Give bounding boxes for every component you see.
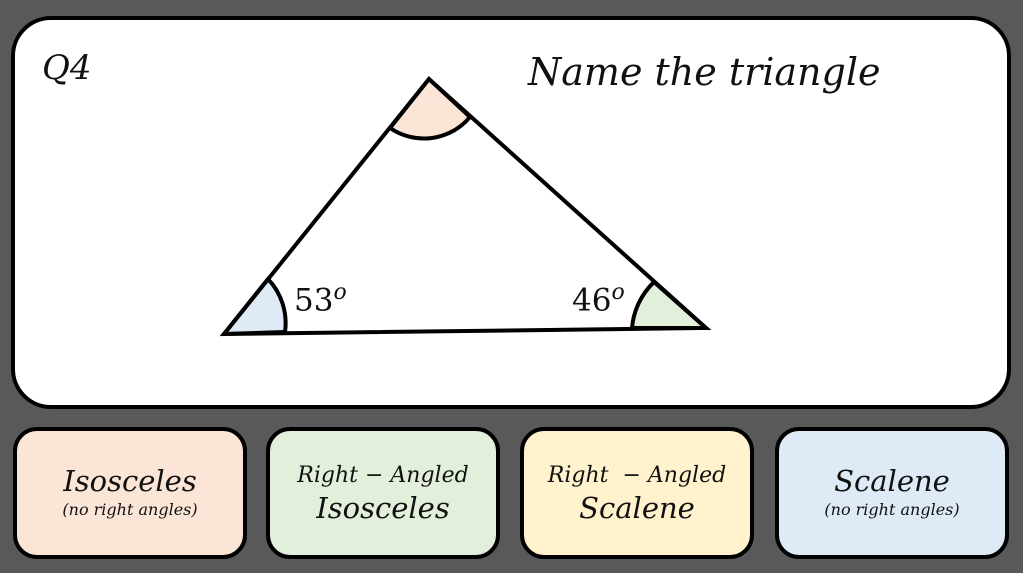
question-title: Name the triangle — [528, 50, 881, 94]
option-sublabel: Scalene — [579, 491, 695, 525]
option-label: Isosceles — [63, 464, 197, 498]
option-isosceles[interactable]: Isosceles (no right angles) — [13, 427, 247, 559]
option-label: Scalene — [834, 464, 950, 498]
option-right-angled-isosceles[interactable]: Right − Angled Isosceles — [266, 427, 500, 559]
question-number: Q4 — [42, 48, 92, 88]
top-angle-sector — [387, 76, 473, 141]
option-sublabel: (no right angles) — [62, 500, 198, 519]
option-right-angled-scalene[interactable]: Right − Angled Scalene — [520, 427, 754, 559]
option-label: Right − Angled — [297, 463, 469, 488]
triangle — [219, 76, 712, 337]
right-angle-sector — [629, 279, 712, 330]
option-sublabel: Isosceles — [316, 491, 450, 525]
option-scalene[interactable]: Scalene (no right angles) — [775, 427, 1009, 559]
question-panel — [11, 16, 1011, 409]
angle-label-left: 53o — [294, 280, 347, 319]
option-sublabel: (no right angles) — [824, 500, 960, 519]
angle-label-right: 46o — [572, 280, 625, 319]
left-angle-sector — [219, 275, 288, 337]
option-label: Right − Angled — [547, 463, 727, 488]
